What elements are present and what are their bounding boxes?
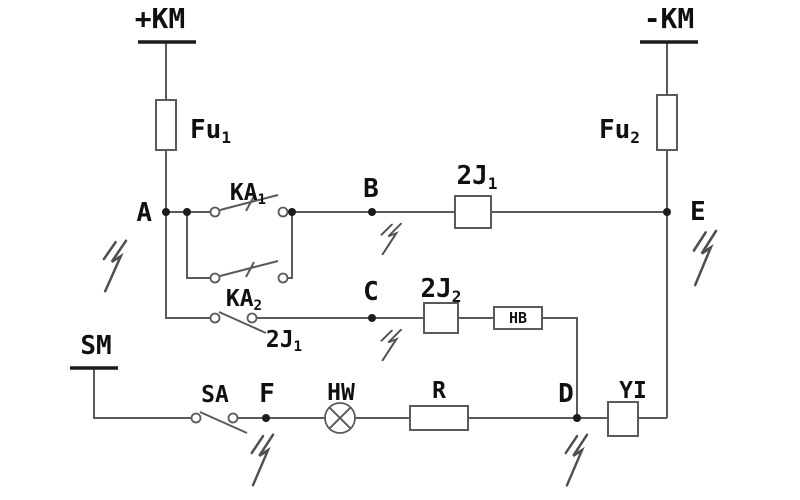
wire-left-rail xyxy=(165,42,211,319)
ka2-label: KA2 xyxy=(226,286,262,314)
spark-mark-icon xyxy=(102,239,128,293)
fuse1-symbol xyxy=(155,99,177,151)
coil-2j2: 2J2 xyxy=(420,274,462,334)
ka1-label: KA1 xyxy=(230,180,266,208)
yi-label: YI xyxy=(619,378,647,404)
negative-rail-label: -KM xyxy=(644,2,695,35)
sm-terminal: SM xyxy=(70,331,118,370)
wire-row2 xyxy=(256,317,578,418)
junction-dot xyxy=(573,414,581,422)
positive-rail-terminal: +KM xyxy=(135,2,196,44)
sa-label: SA xyxy=(201,382,229,408)
junction-dot xyxy=(663,208,671,216)
contact-blade-icon xyxy=(219,194,279,212)
negative-rail-terminal: -KM xyxy=(640,2,698,44)
spark-marks xyxy=(102,222,718,487)
node-d-label: D xyxy=(558,379,574,409)
coil-2j1: 2J1 xyxy=(454,161,498,229)
contact-blade-icon xyxy=(218,311,267,334)
spark-mark-icon xyxy=(692,229,718,287)
contact-terminal-icon xyxy=(209,312,221,324)
wire-bottom-row xyxy=(93,368,667,419)
contact-ka2: KA2 xyxy=(209,260,289,314)
contact-2j1: 2J1 xyxy=(209,311,302,355)
lamp-hw: HW xyxy=(324,380,356,434)
fuse1-label: Fu1 xyxy=(190,115,231,147)
hb-label: HB xyxy=(509,309,527,327)
hw-label: HW xyxy=(327,380,355,406)
junction-dot xyxy=(368,314,376,322)
lamp-cross-icon xyxy=(328,406,352,430)
node-labels: A B C D E F xyxy=(136,174,705,409)
fuse2-label: Fu2 xyxy=(599,115,640,147)
spark-mark-icon xyxy=(564,433,589,487)
contact-ka1: KA1 xyxy=(209,180,289,218)
contact-blade-icon xyxy=(219,260,279,278)
resistor-symbol xyxy=(409,405,469,431)
coil-2j1-symbol xyxy=(454,195,492,229)
positive-rail-label: +KM xyxy=(135,2,186,35)
sm-label: SM xyxy=(80,331,111,361)
contact-terminal-icon xyxy=(227,412,239,424)
junction-dot xyxy=(262,414,270,422)
node-f-label: F xyxy=(259,379,275,409)
junction-dot xyxy=(183,208,191,216)
contact-2j1-label: 2J1 xyxy=(266,327,302,355)
junction-dot xyxy=(162,208,170,216)
spark-mark-icon xyxy=(380,222,403,256)
resistor-r: R xyxy=(409,378,469,431)
contact-sa: SA xyxy=(190,382,248,434)
fuse-fu1: Fu1 xyxy=(155,99,231,151)
fuse2-symbol xyxy=(656,94,678,151)
contact-blade-icon xyxy=(199,411,248,434)
node-a-label: A xyxy=(136,198,152,228)
contact-terminal-icon xyxy=(209,272,221,284)
fuse-fu2: Fu2 xyxy=(599,94,678,151)
r-label: R xyxy=(432,378,446,404)
contact-terminal-icon xyxy=(246,312,258,324)
junction-dot xyxy=(288,208,296,216)
component-yi: YI xyxy=(607,378,647,437)
coil-2j2-label: 2J2 xyxy=(420,274,461,306)
yi-symbol xyxy=(607,401,639,437)
contact-terminal-icon xyxy=(277,206,289,218)
node-e-label: E xyxy=(690,197,706,227)
junction-dots xyxy=(162,208,671,422)
component-hb: HB xyxy=(493,306,543,330)
coil-2j2-symbol xyxy=(423,302,459,334)
hb-symbol xyxy=(493,306,543,330)
node-b-label: B xyxy=(363,174,379,204)
contact-terminal-icon xyxy=(277,272,289,284)
spark-mark-icon xyxy=(380,328,403,362)
wiring xyxy=(93,42,668,419)
contact-terminal-icon xyxy=(190,412,202,424)
contact-terminal-icon xyxy=(209,206,221,218)
wire-ka2-branch xyxy=(186,212,293,279)
spark-mark-icon xyxy=(250,433,275,487)
junction-dot xyxy=(368,208,376,216)
coil-2j1-label: 2J1 xyxy=(456,161,497,193)
node-c-label: C xyxy=(363,277,379,307)
